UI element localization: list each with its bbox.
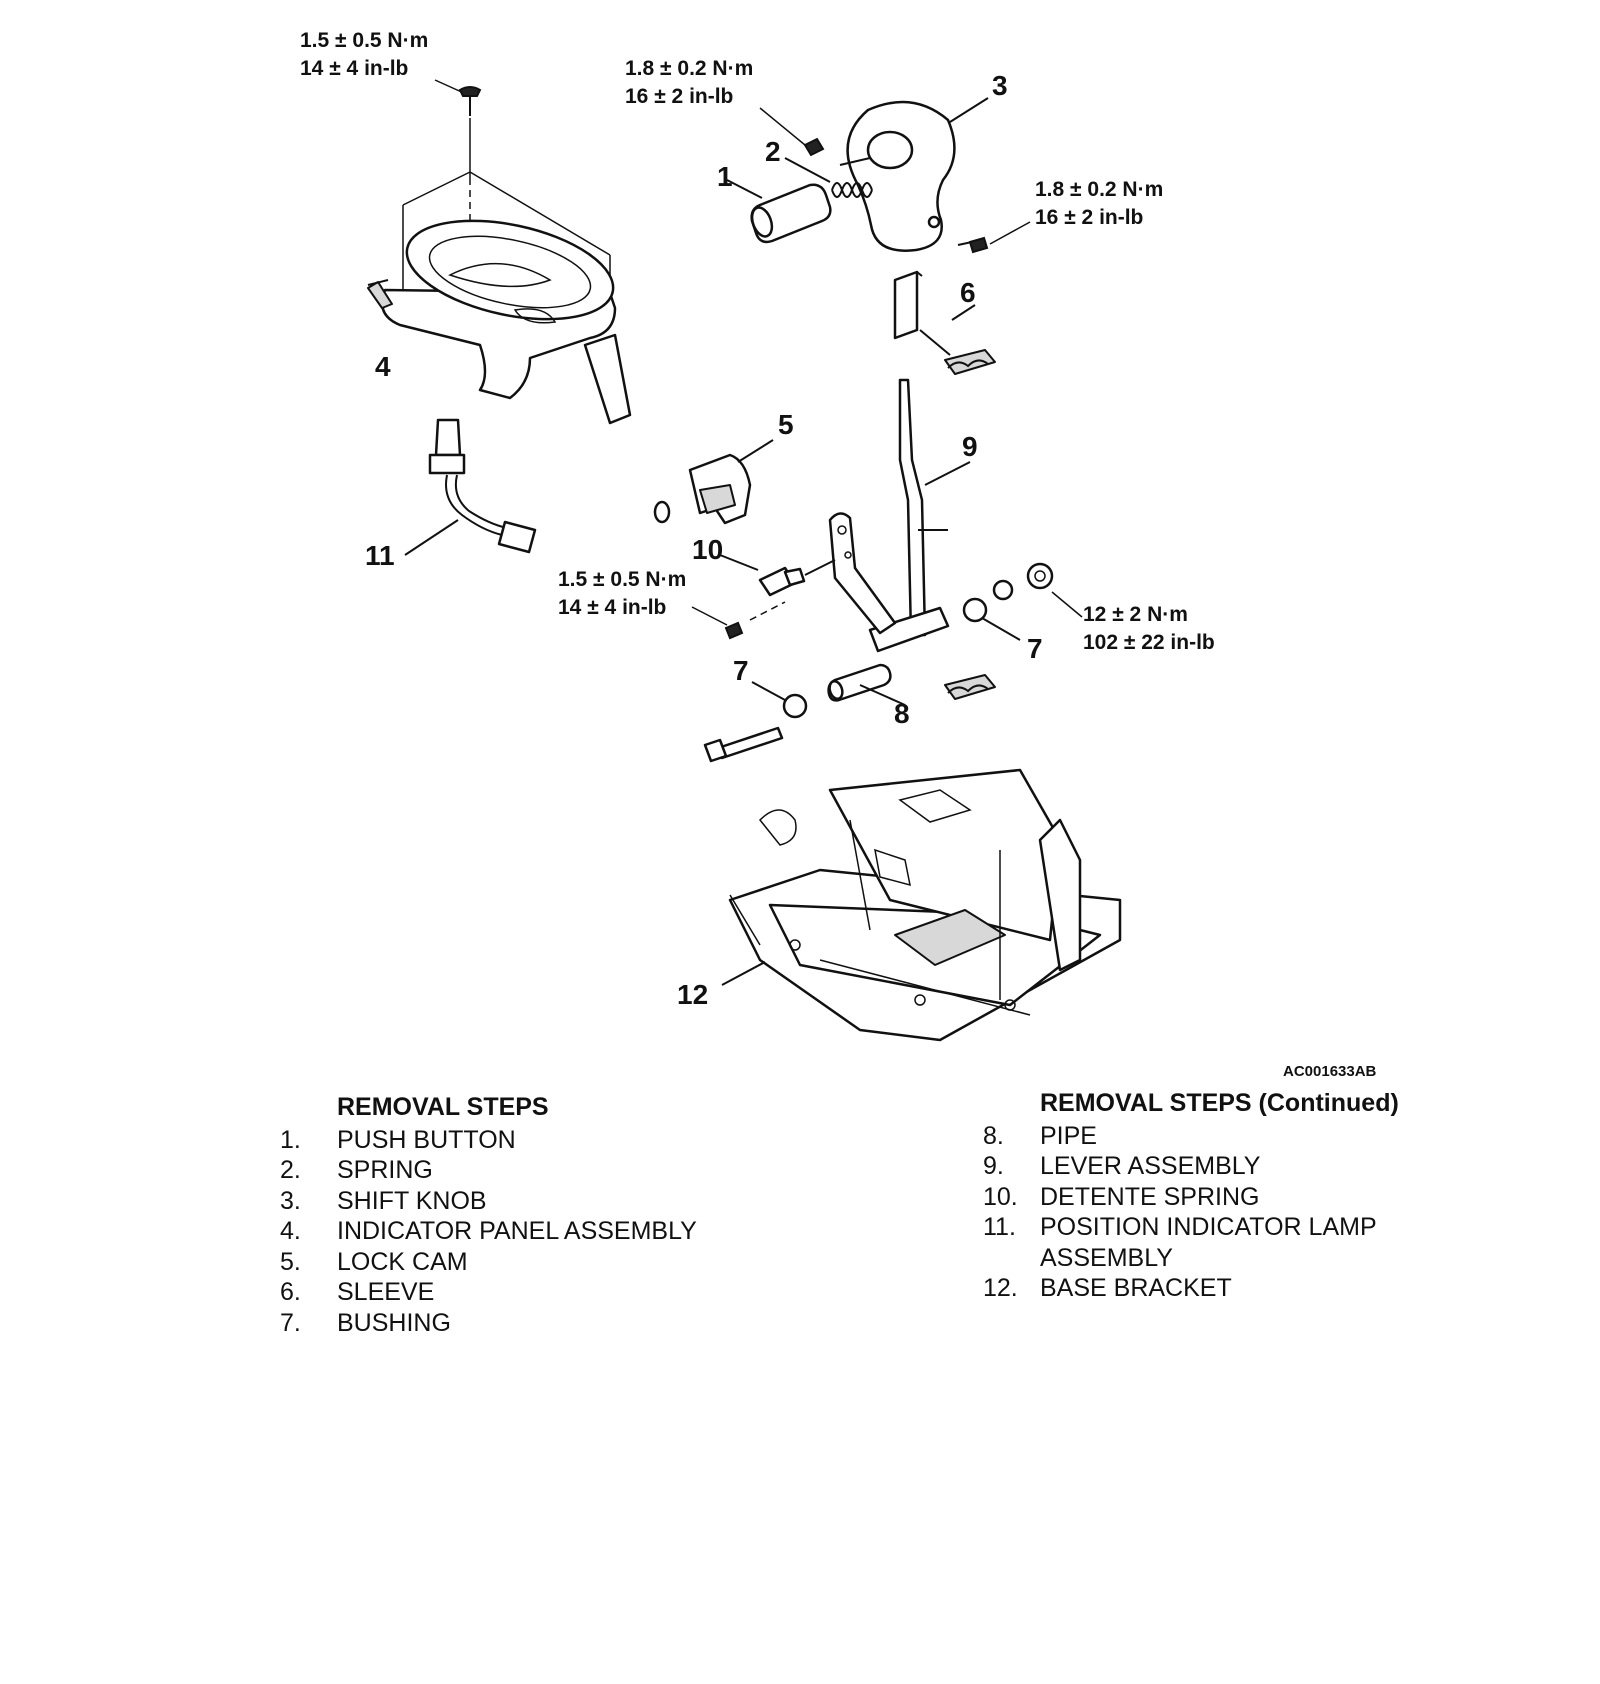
callout-4: 4	[375, 351, 391, 382]
step-number: 4.	[280, 1217, 301, 1245]
step-label: ASSEMBLY	[1040, 1243, 1173, 1272]
step-label: LEVER ASSEMBLY	[1040, 1152, 1261, 1180]
step-number: 2.	[280, 1156, 301, 1184]
lock-cam	[653, 439, 774, 525]
callout-6: 6	[960, 277, 976, 308]
step-row: 12. BASE BRACKET	[983, 1273, 1543, 1304]
callout-8: 8	[894, 698, 910, 729]
torque-label-nut: 12 ± 2 N·m 102 ± 22 in-lb	[1083, 603, 1215, 654]
step-number: 1.	[280, 1125, 301, 1154]
step-row: 7. BUSHING	[280, 1308, 840, 1339]
torque-inlb: 16 ± 2 in-lb	[625, 85, 733, 108]
callout-5: 5	[778, 409, 794, 440]
figure-code: AC001633AB	[1283, 1063, 1377, 1080]
step-label: BASE BRACKET	[1040, 1274, 1232, 1302]
torque-nm: 1.8 ± 0.2 N·m	[625, 57, 753, 80]
step-number: 5.	[280, 1247, 301, 1276]
torque-inlb: 14 ± 4 in-lb	[300, 57, 408, 80]
base-bracket	[721, 768, 1122, 1042]
step-number: 6.	[280, 1278, 301, 1306]
step-label: PUSH BUTTON	[337, 1125, 516, 1154]
step-number	[983, 1243, 1040, 1274]
callout-12: 12	[677, 979, 708, 1010]
step-label: LOCK CAM	[337, 1247, 468, 1276]
step-number: 10.	[983, 1182, 1018, 1211]
step-row: 10. DETENTE SPRING	[983, 1182, 1543, 1213]
step-label: SLEEVE	[337, 1278, 435, 1306]
sleeve	[893, 270, 996, 375]
step-row: 5. LOCK CAM	[280, 1247, 840, 1278]
torque-label-knob-screw: 1.8 ± 0.2 N·m 16 ± 2 in-lb	[1035, 178, 1163, 229]
step-label: BUSHING	[337, 1308, 451, 1337]
push-button	[726, 179, 832, 244]
step-row: ASSEMBLY	[983, 1243, 1543, 1274]
step-row: 6. SLEEVE	[280, 1277, 840, 1308]
callout-7-left: 7	[733, 655, 749, 686]
step-label: PIPE	[1040, 1121, 1097, 1150]
removal-steps-right: REMOVAL STEPS (Continued) 8. PIPE 9. LEVER…	[983, 1088, 1543, 1304]
step-number: 12.	[983, 1274, 1018, 1302]
knob-screw	[803, 137, 989, 254]
callout-2: 2	[765, 136, 781, 167]
spring	[784, 157, 873, 198]
torque-inlb: 14 ± 4 in-lb	[558, 596, 666, 619]
torque-nm: 1.5 ± 0.5 N·m	[558, 568, 686, 591]
step-row: 8. PIPE	[983, 1121, 1543, 1152]
torque-inlb: 16 ± 2 in-lb	[1035, 206, 1143, 229]
callout-11: 11	[365, 540, 395, 571]
step-row: 9. LEVER ASSEMBLY	[983, 1151, 1543, 1182]
step-label: INDICATOR PANEL ASSEMBLY	[337, 1217, 697, 1245]
detente-spring	[719, 554, 836, 640]
step-number: 8.	[983, 1121, 1004, 1150]
lever-assembly	[828, 378, 971, 653]
torque-label-detente: 1.5 ± 0.5 N·m 14 ± 4 in-lb	[558, 568, 686, 619]
position-indicator-lamp	[404, 418, 537, 556]
torque-nm: 1.5 ± 0.5 N·m	[300, 29, 428, 52]
callout-10: 10	[692, 534, 723, 565]
step-label: POSITION INDICATOR LAMP	[1040, 1213, 1377, 1241]
step-number: 9.	[983, 1152, 1004, 1180]
step-row: 3. SHIFT KNOB	[280, 1186, 840, 1217]
removal-steps-left: REMOVAL STEPS 1. PUSH BUTTON 2. SPRING 3. S…	[280, 1092, 840, 1338]
indicator-panel-assembly	[367, 86, 632, 425]
step-number: 11.	[983, 1213, 1016, 1241]
shift-knob	[839, 97, 989, 252]
step-row: 4. INDICATOR PANEL ASSEMBLY	[280, 1216, 840, 1247]
torque-nm: 1.8 ± 0.2 N·m	[1035, 178, 1163, 201]
callout-1: 1	[717, 161, 733, 192]
callout-9: 9	[962, 431, 978, 462]
step-label: SPRING	[337, 1156, 433, 1184]
torque-inlb: 102 ± 22 in-lb	[1083, 631, 1215, 654]
bushing	[703, 562, 1054, 763]
removal-steps-continued-header: REMOVAL STEPS (Continued)	[1040, 1089, 1399, 1117]
callout-7-right: 7	[1027, 633, 1043, 664]
torque-label-top-left: 1.5 ± 0.5 N·m 14 ± 4 in-lb	[300, 29, 428, 80]
step-row: 2. SPRING	[280, 1155, 840, 1186]
step-number: 3.	[280, 1186, 301, 1215]
step-row: 11. POSITION INDICATOR LAMP	[983, 1212, 1543, 1243]
removal-steps-header: REMOVAL STEPS	[337, 1093, 549, 1121]
torque-nm: 12 ± 2 N·m	[1083, 603, 1188, 626]
pipe	[827, 663, 996, 706]
torque-label-knob-button: 1.8 ± 0.2 N·m 16 ± 2 in-lb	[625, 57, 753, 108]
step-number: 7.	[280, 1308, 301, 1337]
step-label: SHIFT KNOB	[337, 1186, 487, 1215]
callout-3: 3	[992, 70, 1008, 101]
step-label: DETENTE SPRING	[1040, 1182, 1260, 1211]
step-row: 1. PUSH BUTTON	[280, 1125, 840, 1156]
